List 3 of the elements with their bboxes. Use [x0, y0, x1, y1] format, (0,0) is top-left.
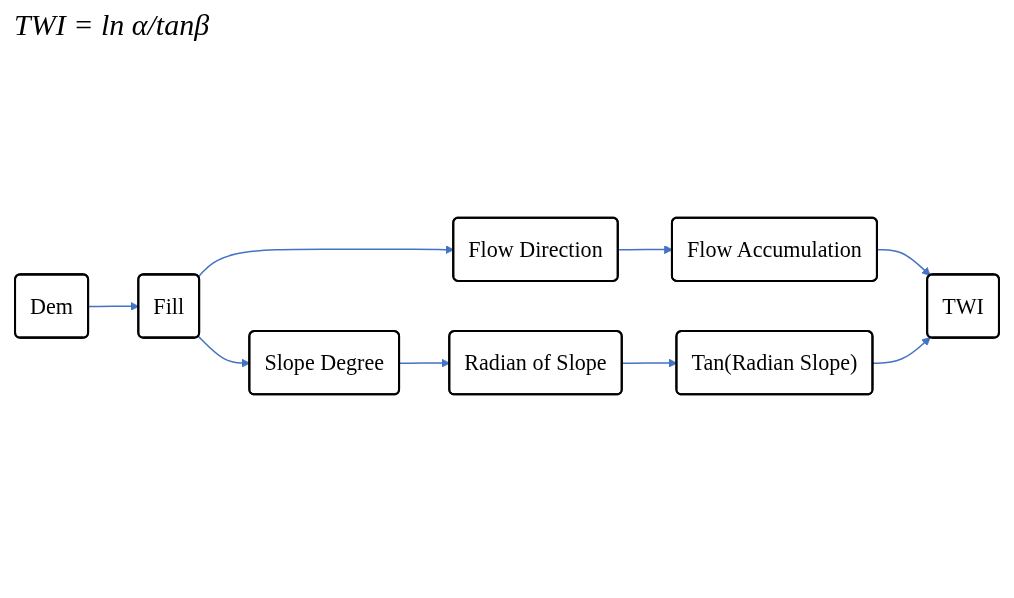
- arrow: [876, 248, 931, 276]
- arrow: [872, 337, 931, 364]
- formula-title: TWI = ln α/tanβ: [14, 8, 210, 42]
